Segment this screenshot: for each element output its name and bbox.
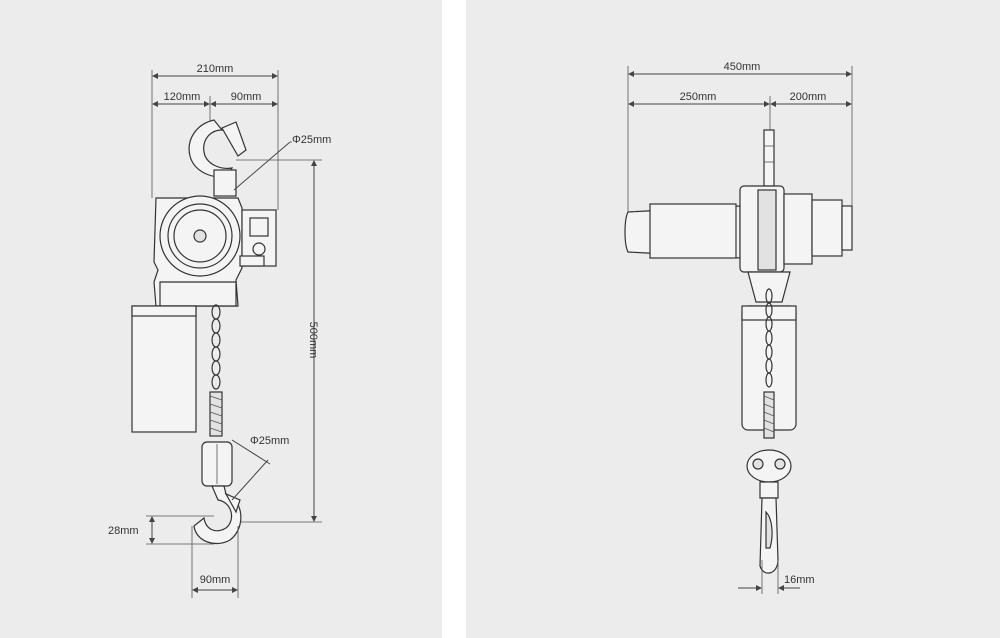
dim-top-hook-diameter: Φ25mm bbox=[292, 134, 331, 146]
dim-hook-throat: 28mm bbox=[108, 525, 139, 537]
dim-overall-width: 210mm bbox=[197, 63, 234, 75]
dim-height: 500mm bbox=[307, 322, 319, 359]
dim-bottom-hook-diameter: Φ25mm bbox=[250, 435, 289, 447]
dim-left-width-right: 250mm bbox=[680, 91, 717, 103]
dim-chain-width: 16mm bbox=[784, 574, 815, 586]
dim-left-width: 120mm bbox=[164, 91, 201, 103]
right-dimensions: 450mm 250mm 200mm 16mm bbox=[627, 61, 853, 594]
left-hoist-body bbox=[131, 119, 277, 545]
dim-overall-width-right: 450mm bbox=[724, 61, 761, 73]
dim-right-width: 90mm bbox=[231, 91, 262, 103]
dim-hook-width: 90mm bbox=[200, 574, 231, 586]
left-dimensions: 210mm 120mm 90mm Φ25mm 500mm Φ25mm 28mm … bbox=[108, 63, 331, 598]
dim-right-width-right: 200mm bbox=[790, 91, 827, 103]
right-hoist-body bbox=[624, 129, 853, 574]
